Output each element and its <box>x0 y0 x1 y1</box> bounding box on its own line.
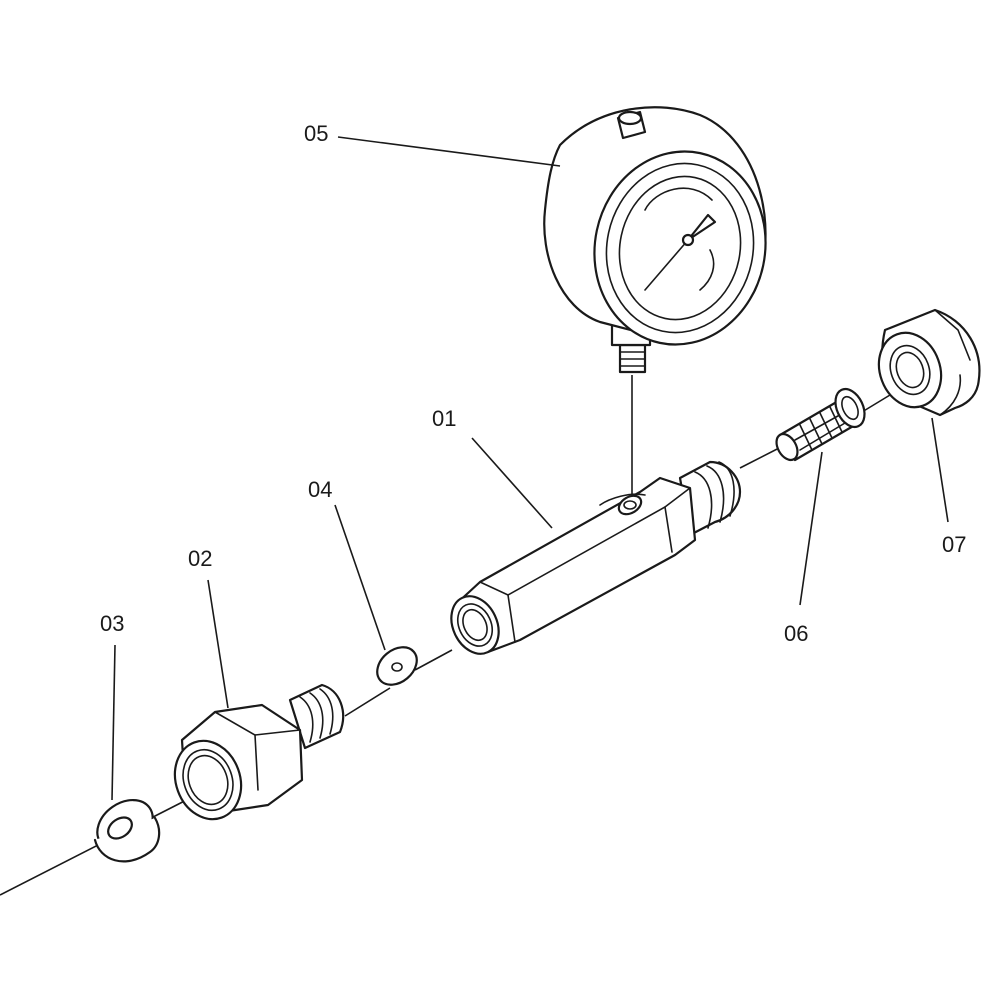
washer-icon <box>93 798 161 863</box>
filter-screen-icon <box>775 387 866 462</box>
callout-04: 04 <box>308 477 332 502</box>
callout-06: 06 <box>784 621 808 646</box>
leader-04 <box>334 504 386 651</box>
leader-07 <box>931 417 949 523</box>
leader-03 <box>111 644 116 801</box>
callout-05: 05 <box>304 121 328 146</box>
hex-body-icon <box>450 460 742 655</box>
callout-01: 01 <box>432 406 456 431</box>
leader-lines <box>111 136 949 801</box>
leader-05 <box>337 136 561 167</box>
pressure-gauge-icon <box>543 106 767 374</box>
cap-nut-icon <box>877 308 981 417</box>
callout-07: 07 <box>942 532 966 557</box>
leader-06 <box>799 451 823 606</box>
leader-02 <box>207 579 229 709</box>
callout-02: 02 <box>188 546 212 571</box>
leader-01 <box>471 437 553 529</box>
hex-nut-fitting-icon <box>173 683 345 821</box>
small-washer-icon <box>376 646 418 686</box>
callout-03: 03 <box>100 611 124 636</box>
